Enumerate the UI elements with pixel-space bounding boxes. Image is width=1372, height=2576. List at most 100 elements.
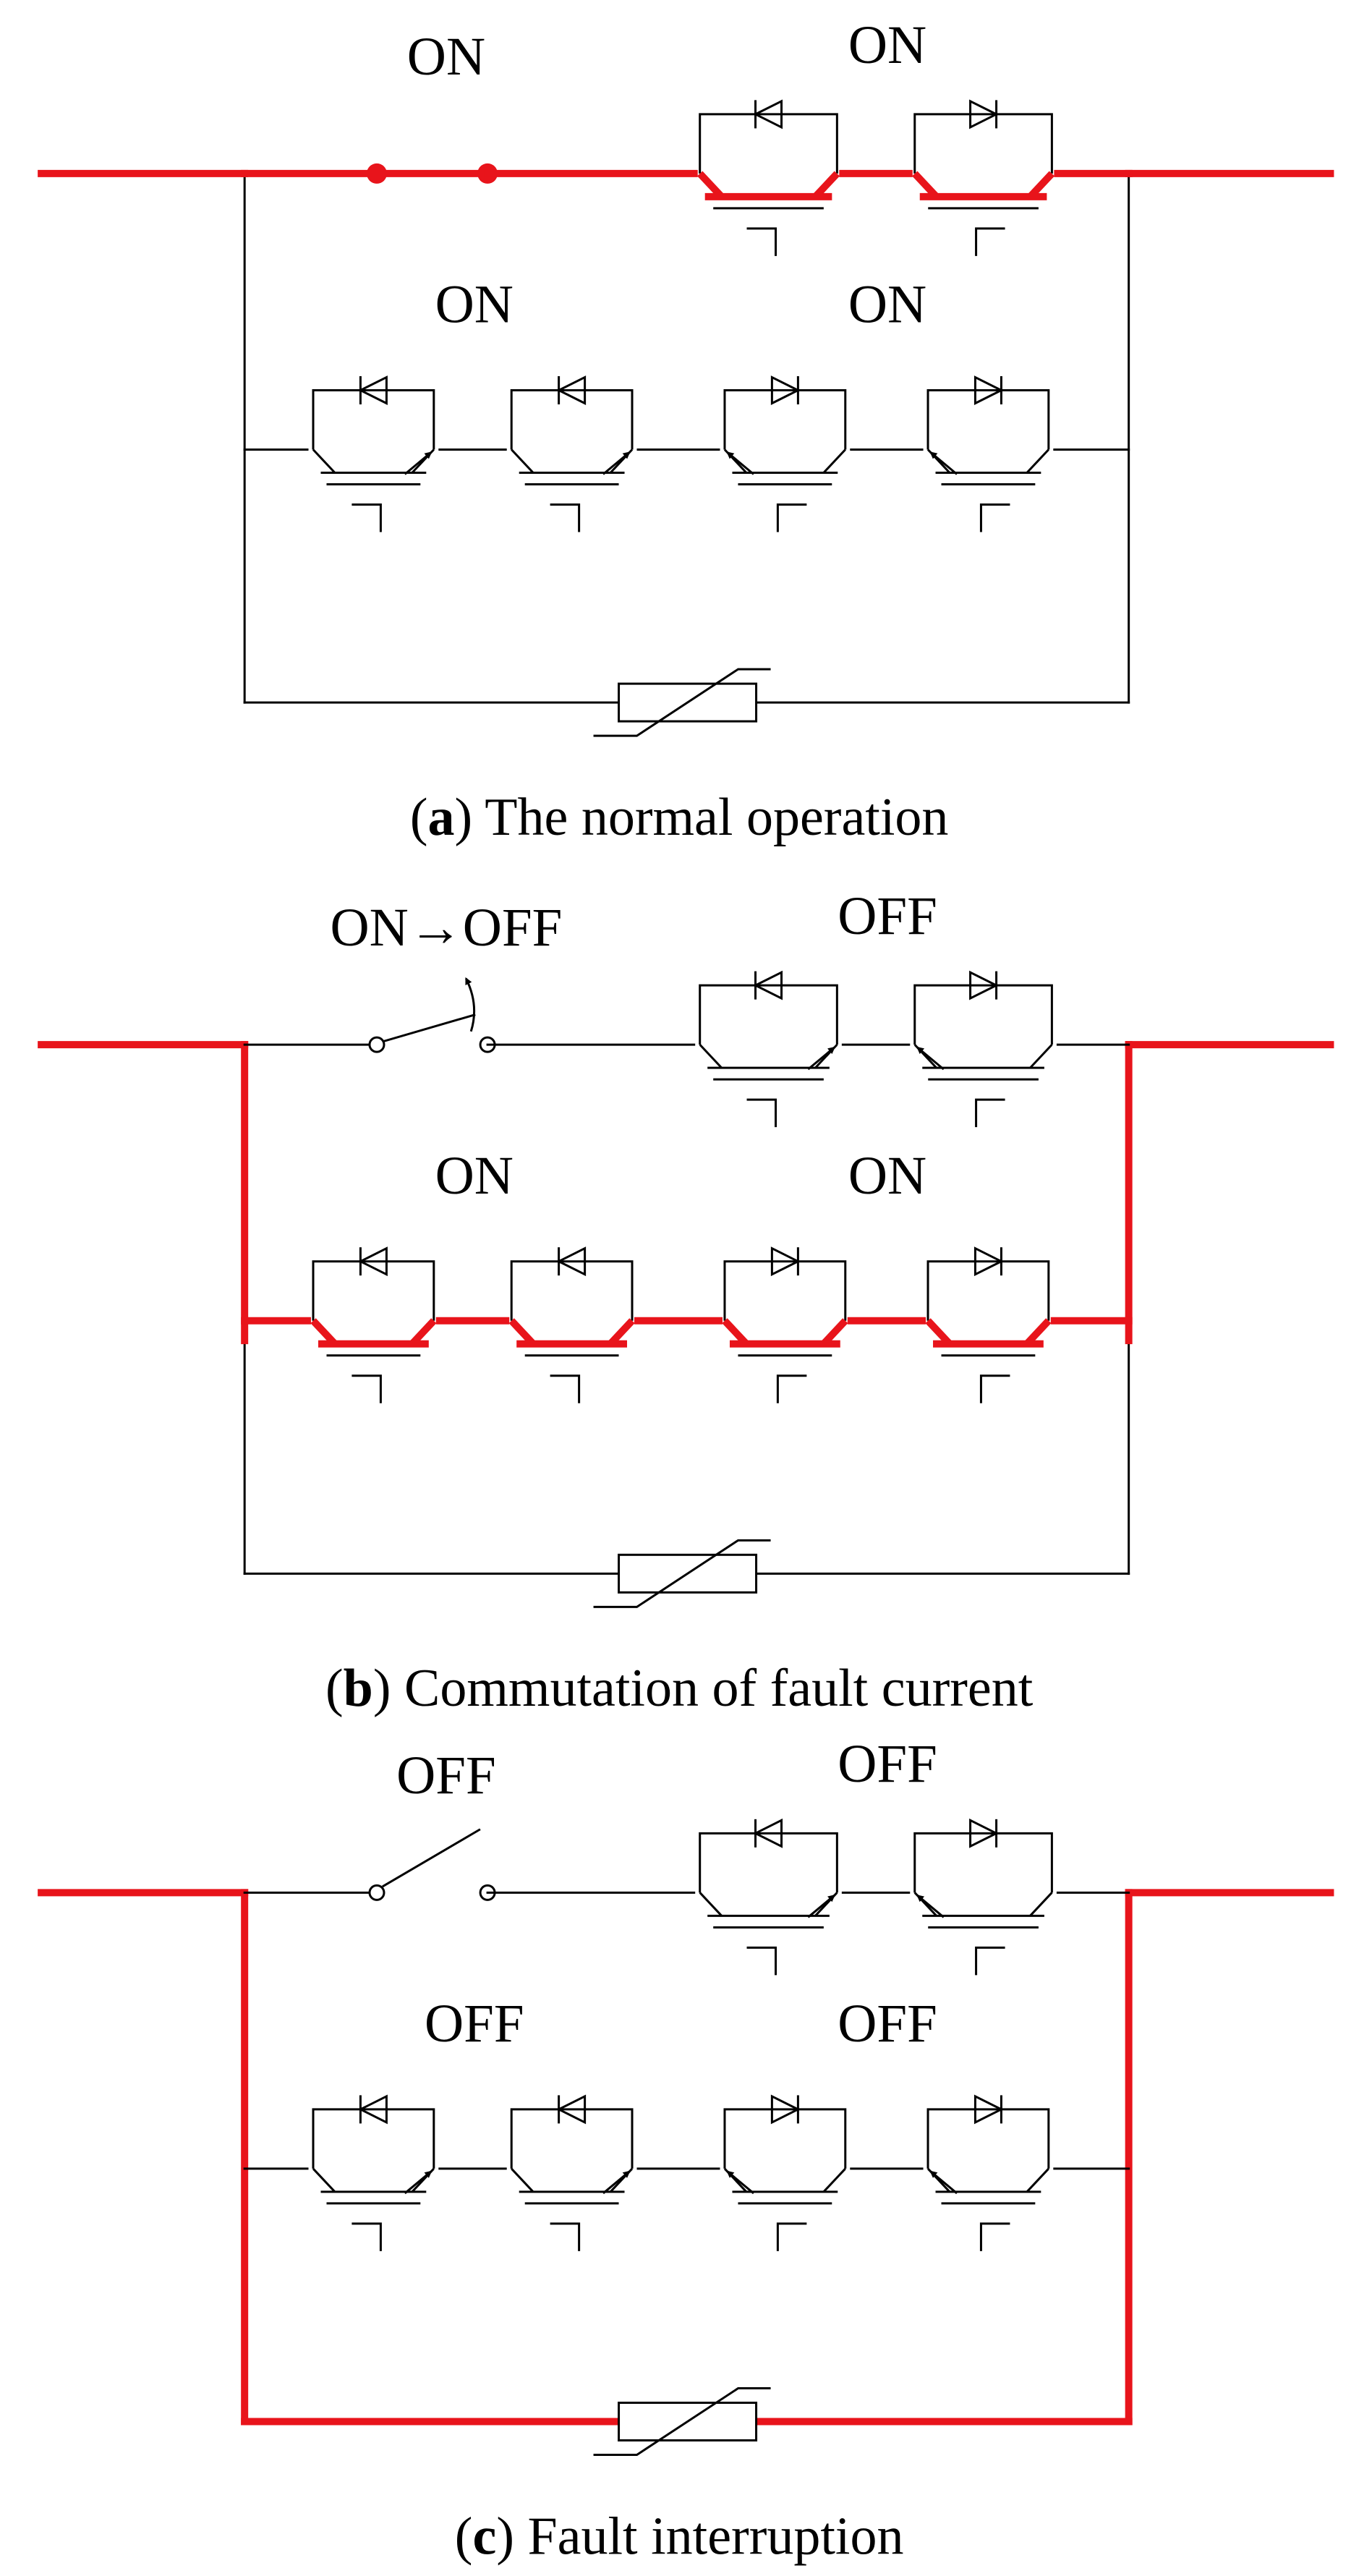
diode-icon bbox=[969, 99, 999, 129]
diode-icon bbox=[770, 1246, 801, 1277]
diode-branch bbox=[699, 1832, 838, 1893]
switch-blade bbox=[382, 1013, 476, 1043]
diode-branch bbox=[510, 389, 634, 450]
gate-terminal bbox=[550, 503, 581, 532]
gate-terminal bbox=[975, 1946, 1005, 1976]
diode-icon bbox=[969, 970, 999, 1000]
igbt-module bbox=[312, 375, 435, 532]
right-igbt-pair-state-label: ON bbox=[848, 1146, 926, 1206]
right-igbt-pair-state-label: OFF bbox=[838, 1994, 937, 2054]
panel-caption: (b) Commutation of fault current bbox=[325, 1659, 1034, 1718]
panel-b: ON→OFF OFF ON ON (b) Commutation of fault cu… bbox=[38, 886, 1334, 1718]
switch-blade bbox=[382, 1828, 481, 1888]
igbt-leg bbox=[511, 2167, 534, 2193]
igbt-leg bbox=[699, 1044, 723, 1069]
emitter-arrow-icon bbox=[404, 2170, 433, 2195]
right-igbt-pair-state-label: ON bbox=[848, 275, 926, 335]
igbt-module bbox=[925, 1246, 1052, 1403]
gate-terminal bbox=[351, 503, 382, 532]
diode-branch bbox=[913, 984, 1053, 1045]
diode-branch bbox=[913, 113, 1053, 174]
caption-paren: ( bbox=[325, 1659, 344, 1718]
emitter-arrow-icon bbox=[807, 1046, 835, 1071]
igbt-leg bbox=[1026, 449, 1049, 474]
caption-part: a bbox=[427, 788, 454, 847]
igbt-module bbox=[723, 375, 847, 532]
varistor-slash bbox=[593, 668, 771, 737]
main-igbt-state-label: OFF bbox=[838, 1734, 937, 1794]
gate-terminal bbox=[550, 2222, 581, 2251]
igbt-leg bbox=[722, 1318, 749, 1347]
diode-icon bbox=[753, 99, 783, 129]
igbt-module bbox=[699, 1818, 838, 1976]
igbt-leg bbox=[310, 1318, 338, 1347]
diode-branch bbox=[926, 2108, 1050, 2169]
igbt-leg bbox=[822, 449, 846, 474]
gate-terminal bbox=[776, 503, 807, 532]
igbt-leg bbox=[1029, 1044, 1053, 1069]
left-igbt-pair-state-label: OFF bbox=[425, 1994, 524, 2054]
gate-terminal bbox=[746, 1098, 777, 1128]
igbt-module bbox=[699, 970, 838, 1128]
caption-paren: ( bbox=[455, 2507, 473, 2566]
diode-branch bbox=[913, 1832, 1053, 1893]
caption-part: Commutation of fault current bbox=[391, 1659, 1033, 1718]
igbt-leg bbox=[912, 171, 939, 200]
igbt-leg bbox=[608, 1318, 635, 1347]
gate-terminal bbox=[776, 1374, 807, 1403]
emitter-arrow-icon bbox=[602, 451, 631, 475]
igbt-module bbox=[912, 99, 1055, 256]
gate-terminal bbox=[979, 1374, 1010, 1403]
gate-terminal bbox=[746, 227, 777, 256]
gate-terminal bbox=[975, 227, 1005, 256]
diode-icon bbox=[770, 2094, 801, 2125]
diode-branch bbox=[312, 2108, 435, 2169]
switch-state-label: ON→OFF bbox=[330, 898, 562, 958]
igbt-module bbox=[926, 2094, 1050, 2251]
gate-terminal bbox=[351, 2222, 382, 2251]
gate-terminal bbox=[979, 2222, 1010, 2251]
diode-icon bbox=[770, 375, 801, 405]
mechanical-switch-icon bbox=[368, 977, 496, 1053]
mechanical-switch-icon bbox=[368, 1828, 496, 1901]
emitter-arrow-icon bbox=[916, 1895, 945, 1918]
emitter-arrow-icon bbox=[404, 451, 433, 475]
gate-terminal bbox=[776, 2222, 807, 2251]
switch-state-label: ON bbox=[407, 27, 485, 87]
caption-paren: ) bbox=[373, 1659, 391, 1718]
diode-icon bbox=[358, 1246, 388, 1277]
igbt-leg bbox=[812, 171, 840, 200]
diode-icon bbox=[753, 970, 783, 1000]
diode-branch bbox=[312, 389, 435, 450]
diode-branch bbox=[723, 2108, 847, 2169]
igbt-module bbox=[722, 1246, 848, 1403]
igbt-module bbox=[697, 99, 840, 256]
igbt-module bbox=[510, 2094, 634, 2251]
varistor-icon bbox=[593, 1539, 771, 1608]
left-igbt-pair-state-label: ON bbox=[435, 275, 514, 335]
diode-branch bbox=[699, 113, 838, 174]
emitter-arrow-icon bbox=[929, 451, 958, 475]
left-igbt-pair-state-label: ON bbox=[435, 1146, 514, 1206]
varistor-icon bbox=[593, 668, 771, 737]
diode-branch bbox=[723, 389, 847, 450]
diode-icon bbox=[973, 1246, 1004, 1277]
igbt-leg bbox=[699, 1892, 723, 1917]
emitter-arrow-icon bbox=[726, 2170, 754, 2195]
main-igbt-state-label: OFF bbox=[838, 886, 937, 946]
switch-state-label: OFF bbox=[396, 1746, 496, 1806]
igbt-module bbox=[312, 2094, 435, 2251]
caption-paren: ) bbox=[496, 2507, 514, 2566]
igbt-module bbox=[913, 1818, 1053, 1976]
gate-terminal bbox=[746, 1946, 777, 1976]
panel-caption: (a) The normal operation bbox=[410, 788, 949, 847]
igbt-leg bbox=[1027, 171, 1055, 200]
varistor-icon bbox=[593, 2387, 771, 2457]
diode-branch bbox=[926, 1260, 1050, 1321]
diode-branch bbox=[510, 1260, 634, 1321]
igbt-leg bbox=[312, 2167, 336, 2193]
varistor-slash bbox=[593, 1539, 771, 1608]
caption-paren: ( bbox=[410, 788, 428, 847]
emitter-arrow-icon bbox=[807, 1895, 835, 1918]
